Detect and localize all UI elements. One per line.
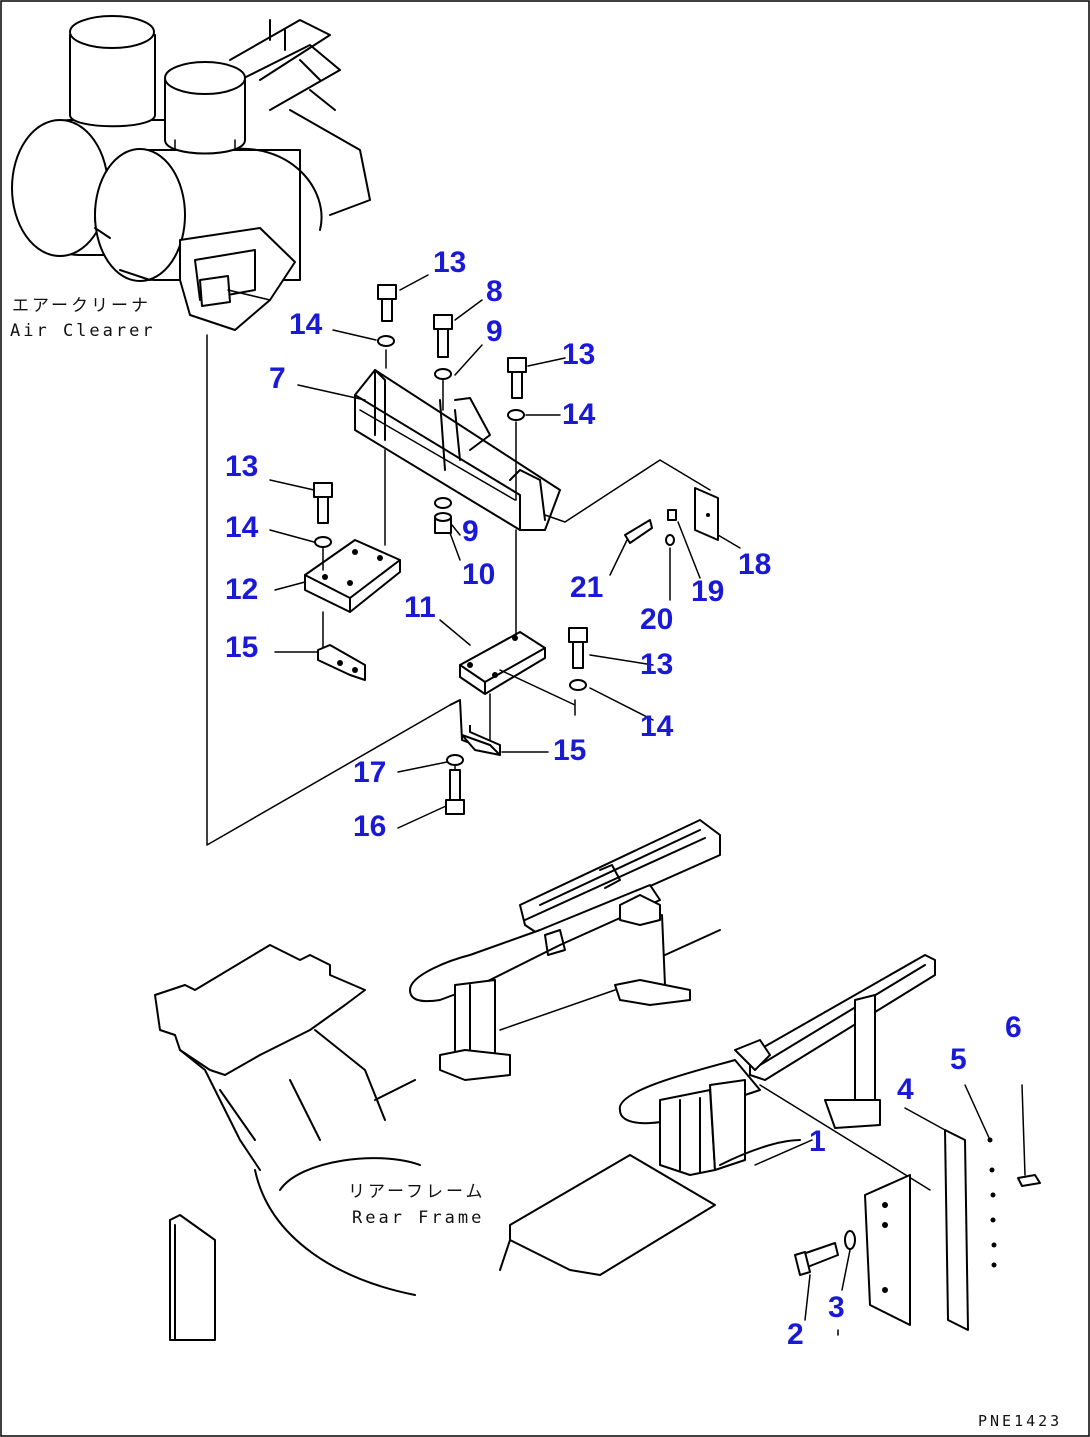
rear-frame-label-en: Rear Frame xyxy=(352,1208,485,1228)
rear-frame-label-jp: リアーフレーム xyxy=(348,1182,486,1202)
callout-13-upper-right: 13 xyxy=(562,338,596,371)
callout-9-upper: 9 xyxy=(486,315,503,348)
callout-2: 2 xyxy=(787,1318,804,1351)
callout-17: 17 xyxy=(353,756,387,789)
callout-11: 11 xyxy=(404,591,436,624)
leader-lines xyxy=(269,274,991,1336)
bracket-assembly-drawing xyxy=(304,284,719,815)
callout-4: 4 xyxy=(897,1073,914,1106)
callout-15-left: 15 xyxy=(225,631,259,664)
air-cleaner-label-en: Air Clearer xyxy=(10,321,156,341)
callout-14-right: 14 xyxy=(640,710,674,743)
air-cleaner-drawing xyxy=(11,15,451,846)
callout-14-top: 14 xyxy=(289,308,323,341)
callout-8: 8 xyxy=(486,275,503,308)
callout-19: 19 xyxy=(691,575,725,608)
callout-10: 10 xyxy=(462,558,496,591)
callout-5: 5 xyxy=(950,1043,967,1076)
callout-12: 12 xyxy=(225,573,259,606)
callout-20: 20 xyxy=(640,603,674,636)
callout-13-left: 13 xyxy=(225,450,259,483)
callout-16: 16 xyxy=(353,810,387,843)
callout-9-lower: 9 xyxy=(462,515,479,548)
drawing-code: PNE1423 xyxy=(978,1412,1063,1430)
callout-13-top: 13 xyxy=(433,246,467,279)
callout-3: 3 xyxy=(828,1291,845,1324)
callout-21: 21 xyxy=(570,571,604,604)
callout-18: 18 xyxy=(738,548,772,581)
callout-7: 7 xyxy=(269,362,286,395)
callout-15-lower: 15 xyxy=(553,734,587,767)
callout-6: 6 xyxy=(1005,1011,1022,1044)
callout-1: 1 xyxy=(809,1125,826,1158)
rear-frame-drawing xyxy=(154,819,1041,1341)
callout-13-right: 13 xyxy=(640,648,674,681)
callout-14-left: 14 xyxy=(225,511,259,544)
callout-14-upper-right: 14 xyxy=(562,398,596,431)
air-cleaner-label-jp: エアークリーナ xyxy=(12,296,151,316)
